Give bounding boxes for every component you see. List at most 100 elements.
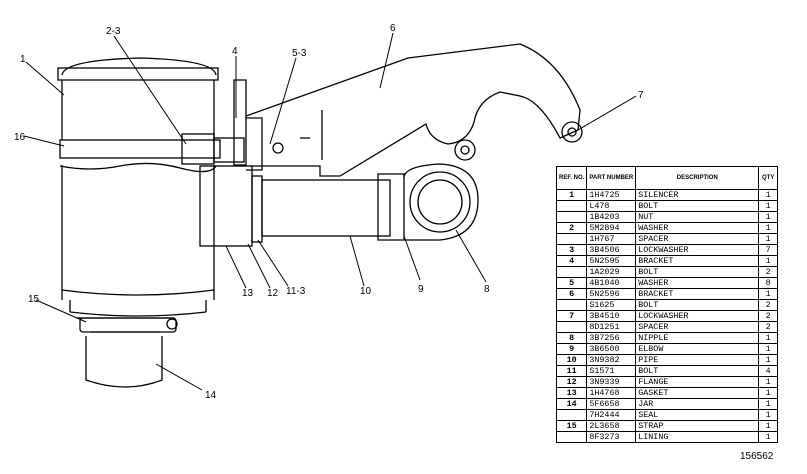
part-number-cell: 3N9339 [586,376,637,388]
callout-7: 7 [638,90,644,101]
silencer [57,57,219,317]
ref-no-cell: 6 [555,288,588,300]
ref-no-cell: 5 [555,277,588,289]
callout-12: 12 [267,288,279,299]
pipe [261,173,405,241]
part-number-cell: 8D1251 [586,321,637,333]
ref-no-cell: 9 [555,343,588,355]
description-cell: WASHER [635,277,760,289]
callout-16: 16 [14,132,26,143]
ref-no-header: REF. NO. [555,166,588,190]
ref-no-cell: 7 [555,310,588,322]
callout-4: 4 [232,46,238,57]
part-number-cell: 2L3658 [586,420,637,432]
part-number-cell: 1B4203 [586,211,637,223]
ref-no-cell: 14 [555,398,588,410]
description-cell: SILENCER [635,189,760,201]
part-number-cell: 5N2596 [586,288,637,300]
description-cell: GASKET [635,387,760,399]
part-number-cell: 5M2894 [586,222,637,234]
part-number-cell: 4B1040 [586,277,637,289]
callout-11-3: 11-3 [286,286,306,297]
qty-cell: 1 [758,233,778,245]
qty-cell: 8 [758,277,778,289]
part-number-header: PART NUMBER [586,166,637,190]
part-number-cell: 5F6658 [586,398,637,410]
part-number-cell: 3B4506 [586,244,637,256]
qty-cell: 2 [758,266,778,278]
description-cell: PIPE [635,354,760,366]
parts-list-header: REF. NO. PART NUMBER DESCRIPTION QTY [555,166,778,190]
description-cell: BOLT [635,365,760,377]
description-cell: NUT [635,211,760,223]
qty-cell: 1 [758,431,778,443]
ref-no-cell: 12 [555,376,588,388]
description-cell: STRAP [635,420,760,432]
qty-cell: 1 [758,409,778,421]
qty-cell: 7 [758,244,778,256]
callout-13: 13 [242,288,254,299]
callout-2-3: 2-3 [106,26,121,37]
ref-no-cell: 13 [555,387,588,399]
qty-cell: 1 [758,288,778,300]
qty-cell: 1 [758,189,778,201]
description-cell: ELBOW [635,343,760,355]
description-cell: LOCKWASHER [635,244,760,256]
callout-15: 15 [28,294,40,305]
description-cell: LOCKWASHER [635,310,760,322]
description-cell: SPACER [635,321,760,333]
qty-cell: 2 [758,321,778,333]
ref-no-cell: 10 [555,354,588,366]
callout-9: 9 [418,284,424,295]
description-cell: JAR [635,398,760,410]
part-number-cell: 3N9382 [586,354,637,366]
ref-no-cell: 3 [555,244,588,256]
qty-cell: 1 [758,211,778,223]
description-cell: BOLT [635,266,760,278]
part-number-cell: S1625 [586,299,637,311]
qty-cell: 1 [758,343,778,355]
callout-10: 10 [360,286,372,297]
part-number-cell: 1A2029 [586,266,637,278]
ref-no-cell [555,409,588,421]
description-cell: BOLT [635,200,760,212]
bracket-arm [245,43,583,177]
ref-no-cell: 8 [555,332,588,344]
description-cell: BOLT [635,299,760,311]
qty-cell: 1 [758,222,778,234]
callout-5-3: 5-3 [292,48,307,59]
ref-no-cell: 1 [555,189,588,201]
part-number-cell: 3B4510 [586,310,637,322]
qty-cell: 1 [758,354,778,366]
leader-lines [23,32,637,391]
flange-assembly [199,165,263,247]
ref-no-cell [555,200,588,212]
part-number-cell: 1H4768 [586,387,637,399]
ref-no-cell [555,233,588,245]
description-cell: LINING [635,431,760,443]
part-number-cell: 1H767 [586,233,637,245]
description-cell: BRACKET [635,288,760,300]
qty-cell: 1 [758,387,778,399]
description-cell: SEAL [635,409,760,421]
part-number-cell: S1571 [586,365,637,377]
